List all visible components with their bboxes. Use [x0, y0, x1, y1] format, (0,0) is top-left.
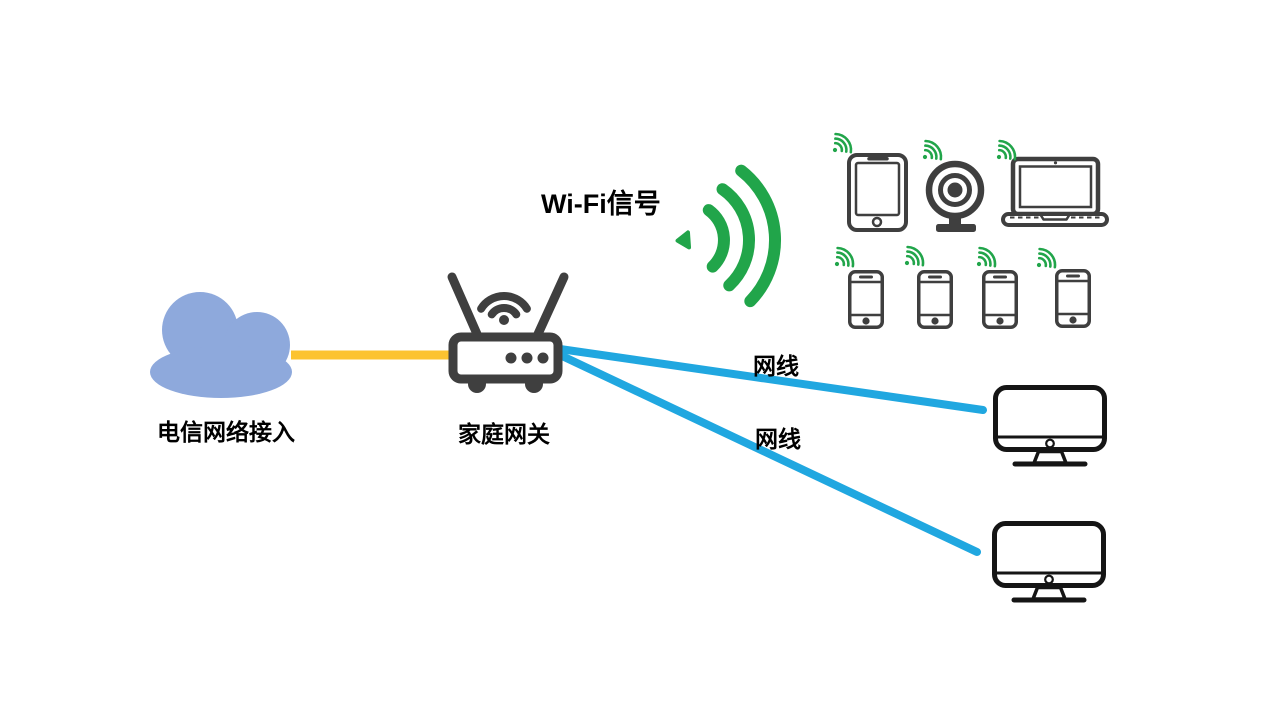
wifi-badge-icon: [968, 243, 1001, 276]
wifi-signal-icon: [675, 164, 781, 308]
ethernet-line-top: [556, 345, 987, 414]
smartphone-icon: [848, 270, 884, 329]
wifi-badge-icon: [896, 242, 929, 275]
ethernet-label-bottom: 网线: [755, 426, 801, 452]
gateway-label: 家庭网关: [458, 421, 550, 447]
router-wifi-dot: [499, 315, 509, 325]
wifi-badge-icon: [914, 136, 947, 169]
wifi-signal-label: Wi-Fi信号: [541, 189, 661, 219]
ethernet-label-top: 网线: [753, 353, 799, 379]
laptop-icon: [1001, 156, 1109, 227]
smartphone-icon: [982, 270, 1018, 329]
cloud-label: 电信网络接入: [157, 419, 295, 445]
desktop-monitor-icon: [996, 388, 1105, 465]
tablet-icon: [847, 153, 908, 232]
desktop-monitor-icon: [995, 524, 1104, 601]
ethernet-line-bottom: [556, 351, 981, 556]
cloud-icon: [150, 292, 292, 398]
smartphone-icon: [1055, 269, 1091, 328]
wifi-badge-icon: [1028, 244, 1061, 277]
smartphone-icon: [917, 270, 953, 329]
webcam-icon: [925, 160, 985, 232]
router-icon: [447, 272, 569, 393]
wifi-badge-icon: [826, 243, 859, 276]
